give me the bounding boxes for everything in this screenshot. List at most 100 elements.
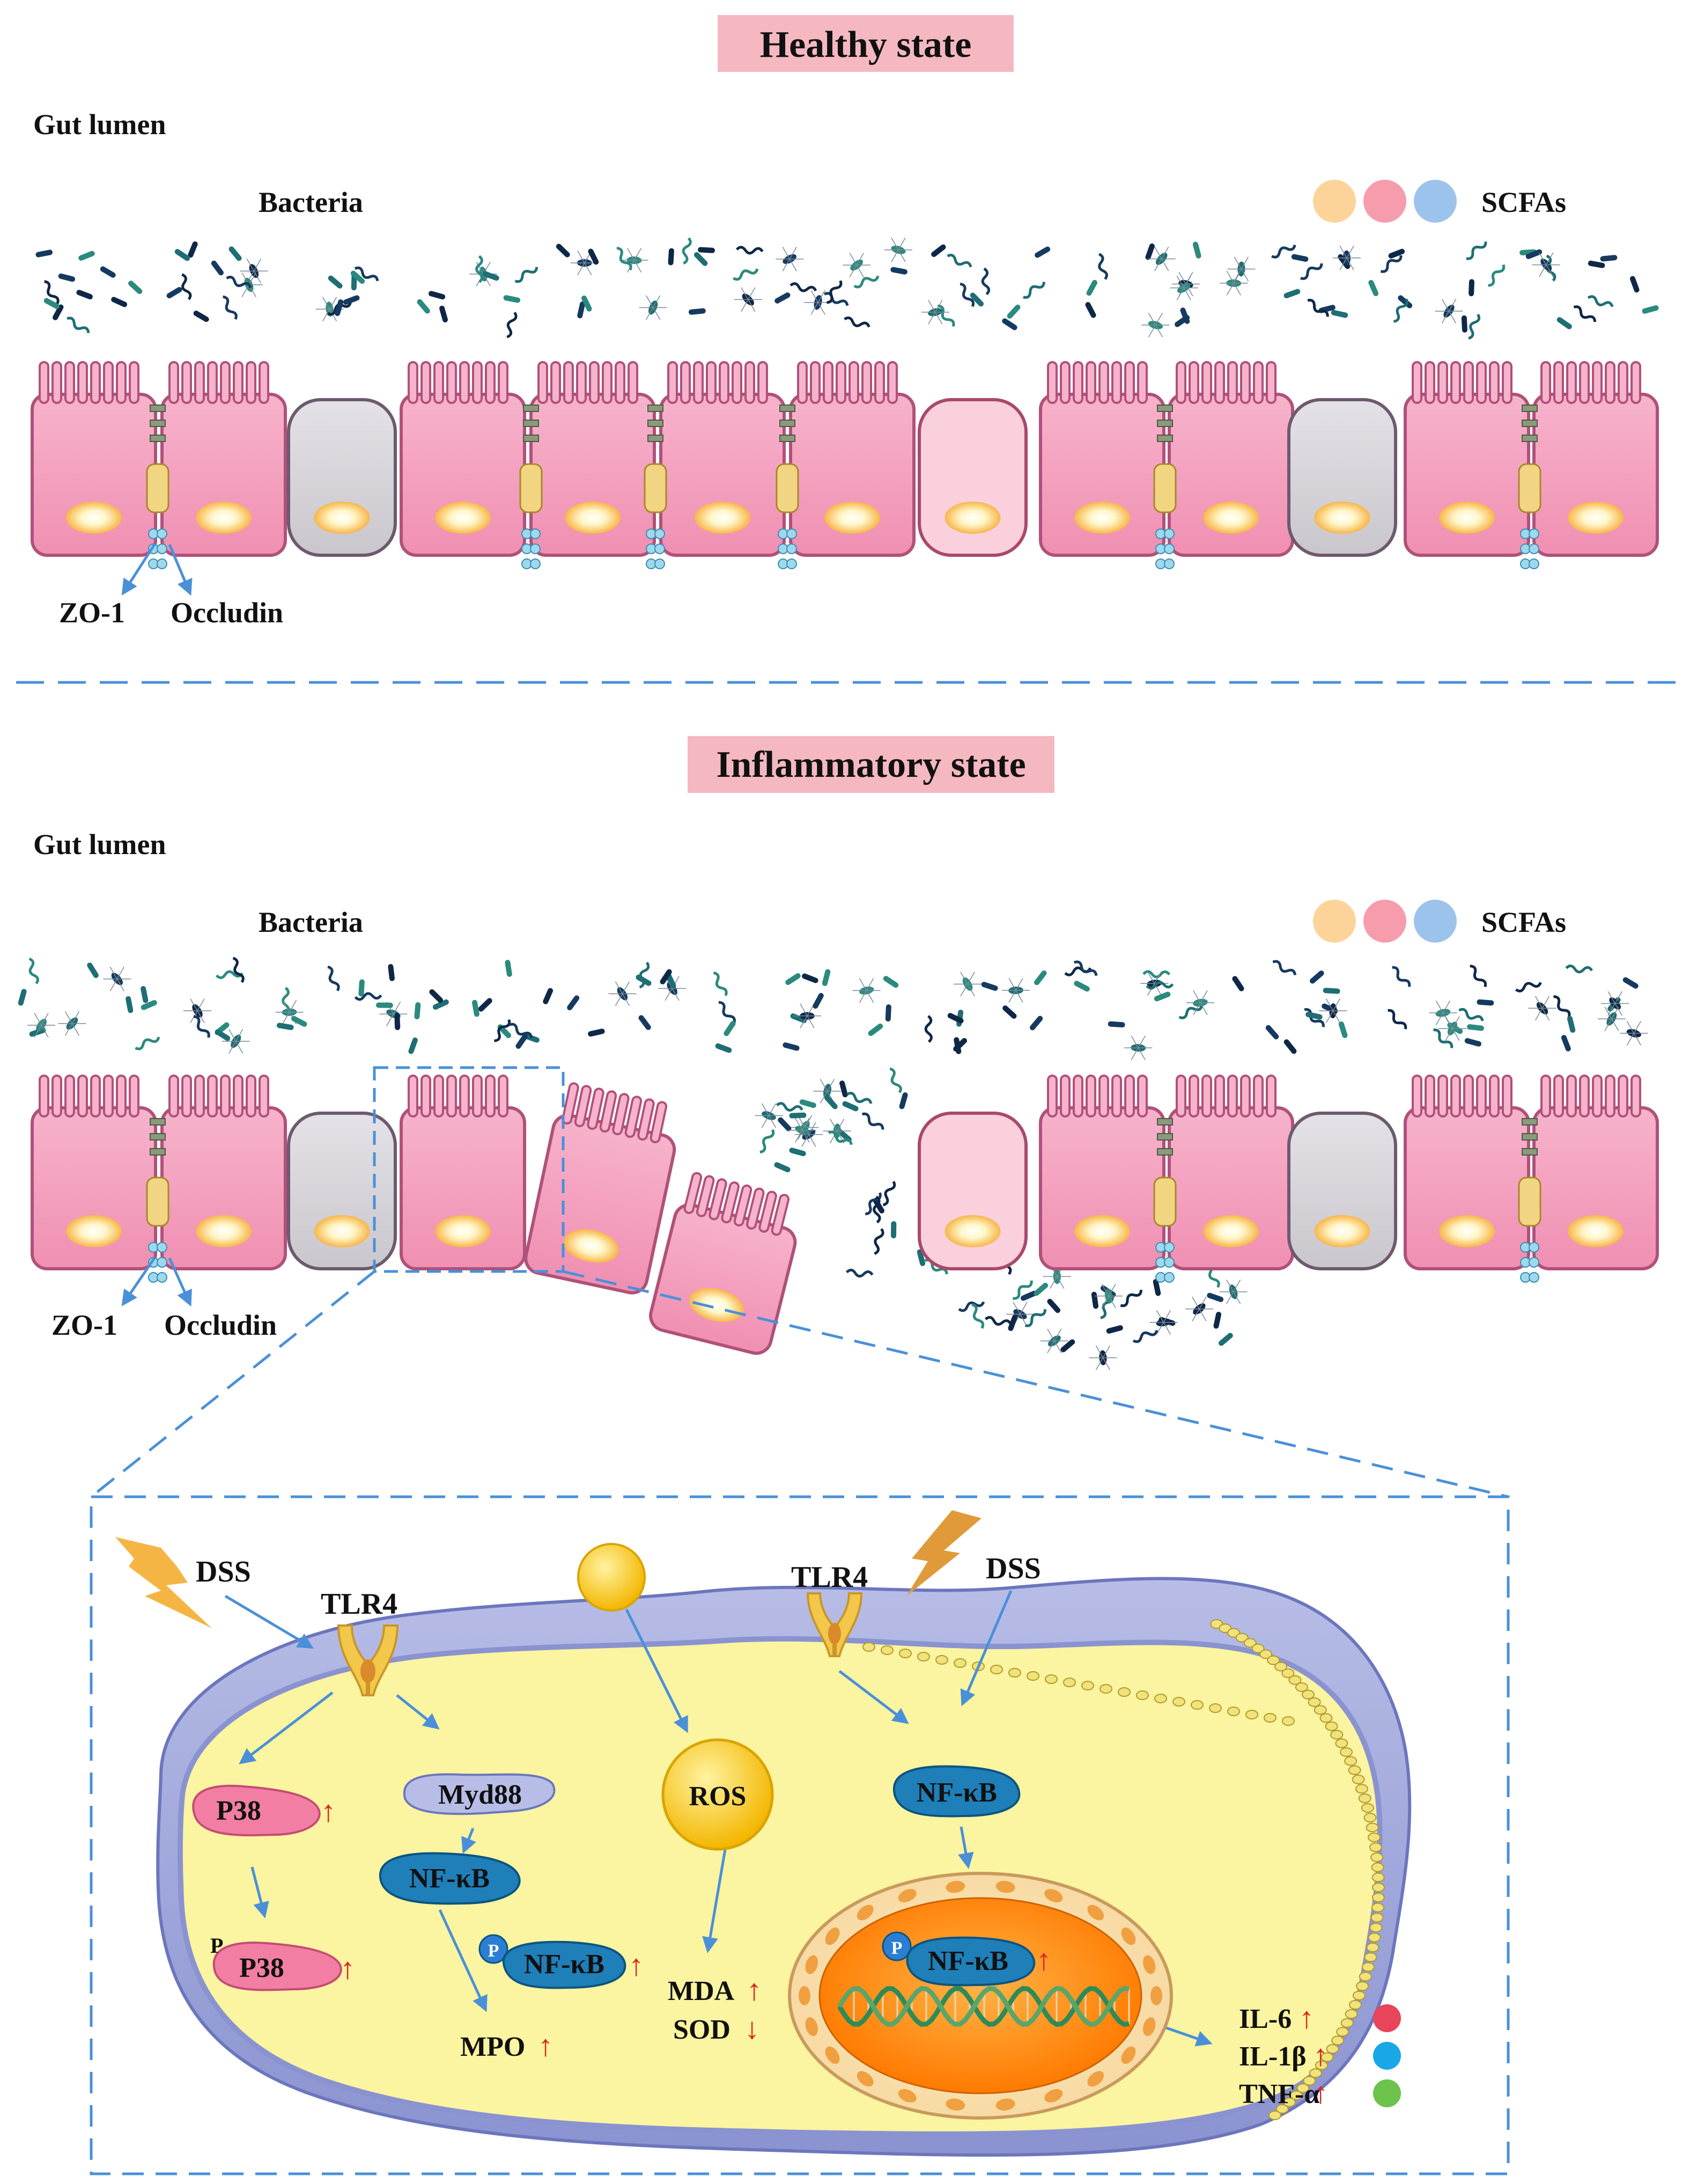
p38-phospho-label: P38 [239, 1953, 284, 1983]
bacteria-cluster-icon [788, 1067, 908, 1145]
bacteria-cluster-icon [166, 241, 268, 322]
enterocyte-cell [400, 361, 526, 557]
cytokine-up-arrow: ↑ [1299, 2002, 1314, 2035]
arrow-tlr4-nfkb [838, 1670, 909, 1724]
myd88-label: Myd88 [438, 1779, 522, 1810]
healthy-scfa-dots [1313, 180, 1457, 223]
cytokine-up-arrow: ↑ [1313, 2077, 1328, 2110]
tlr4-receptor-icon-right [806, 1592, 863, 1657]
sod-label: SOD [673, 2014, 731, 2045]
p38-shape [192, 1784, 321, 1836]
enterocyte-cell [31, 1075, 157, 1270]
tight-junction-icon [519, 405, 543, 569]
bacteria-cluster-icon [183, 957, 307, 1054]
bacteria-cluster-icon [1515, 964, 1648, 1051]
nfkb-shape-2 [502, 1940, 626, 1989]
tight-junction-icon [776, 405, 799, 569]
enterocyte-cell [400, 1075, 526, 1270]
cytokine-dot [1373, 2079, 1401, 2107]
zo1-arrow [121, 1257, 156, 1306]
phospho-marker-label: P [488, 1941, 499, 1961]
healthy-scfas-label: SCFAs [1481, 186, 1566, 218]
arrow-ros-mda [702, 1840, 728, 1953]
enterocyte-cell [1039, 1075, 1165, 1270]
scfa-dot [1363, 900, 1406, 943]
bacteria-cluster-icon [327, 964, 449, 1054]
nfkb-label-nucleus: NF-κB [928, 1946, 1008, 1976]
bacteria-cluster-icon [924, 970, 1047, 1054]
membrane-bead-chain [862, 1619, 1385, 2120]
occludin-arrow [168, 1257, 192, 1307]
zo1-arrow [121, 543, 156, 596]
bacteria-cluster-icon [755, 1102, 852, 1173]
enterocyte-cell [1404, 361, 1530, 557]
goblet-cell [287, 1112, 397, 1270]
enterocyte-cell [1532, 1075, 1659, 1270]
nfkb-label-2: NF-κB [524, 1949, 604, 1980]
mda-up-arrow: ↑ [747, 1974, 762, 2007]
enterocyte-cell [649, 1172, 797, 1355]
inflammatory-zo1-label: ZO-1 [51, 1309, 117, 1341]
scfa-dot [1414, 180, 1457, 223]
cytokine-up-arrow: ↑ [1313, 2039, 1328, 2072]
cytokine-label: IL-1β [1239, 2041, 1307, 2072]
inflammatory-bacteria-label: Bacteria [259, 906, 363, 938]
healthy-title-box [718, 15, 1014, 72]
light-cell [918, 398, 1028, 557]
inflammatory-title-box [688, 736, 1054, 793]
tight-junction-icon [146, 1118, 169, 1283]
goblet-cell [287, 398, 397, 557]
scfa-dot [1313, 180, 1356, 223]
inflammatory-epithelium [31, 1075, 1659, 1355]
p38-phospho-marker: P [210, 1933, 223, 1958]
inflammatory-title: Inflammatory state [716, 744, 1025, 785]
tlr4-label-right: TLR4 [791, 1561, 868, 1594]
enterocyte-cell [160, 361, 287, 557]
ros-particle-icon [577, 1543, 646, 1612]
tight-junction-icon [1518, 405, 1541, 569]
tlr4-label-left: TLR4 [321, 1587, 397, 1621]
phospho-marker-icon [882, 1931, 912, 1961]
phospho-marker-icon [478, 1934, 508, 1964]
inflammatory-scfa-dots [1313, 900, 1457, 943]
healthy-bacteria-label: Bacteria [259, 186, 363, 218]
arrow-tlr4-p38 [239, 1692, 334, 1764]
occludin-arrow [168, 544, 193, 596]
enterocyte-cell [529, 361, 656, 557]
cytokine-dot [1373, 2042, 1401, 2070]
healthy-bacteria-layer [35, 237, 1659, 340]
tight-junction-icon [146, 405, 169, 569]
ros-circle-icon [661, 1738, 774, 1851]
scfa-dot [1363, 180, 1406, 223]
enterocyte-cell [1404, 1075, 1530, 1270]
nfkb-label-3: NF-κB [917, 1777, 997, 1808]
tight-junction-icon [644, 405, 667, 569]
p38-phospho-up-arrow: ↑ [340, 1952, 355, 1986]
healthy-title: Healthy state [760, 24, 972, 65]
bacteria-cluster-icon [1220, 244, 1361, 318]
inflammatory-gut-lumen-label: Gut lumen [33, 828, 166, 861]
healthy-occludin-label: Occludin [171, 597, 283, 629]
healthy-zo1-label: ZO-1 [59, 597, 125, 629]
bacteria-cluster-icon [1085, 241, 1201, 337]
bacteria-cluster-icon [921, 244, 1051, 330]
arrow-particle-ros [625, 1608, 688, 1733]
cytokine-label: IL-6 [1239, 2004, 1292, 2034]
bacteria-cluster-icon [616, 237, 764, 320]
phospho-marker-label: P [891, 1938, 903, 1958]
bacteria-cluster-icon [471, 960, 605, 1049]
dss-label-left: DSS [196, 1555, 251, 1589]
cytokine-dot [1373, 2004, 1401, 2032]
p38-up-arrow: ↑ [321, 1795, 336, 1828]
nfkb-nucleus-up-arrow: ↑ [1036, 1944, 1051, 1977]
arrow-dss-tlr4 [224, 1594, 314, 1649]
zoom-projection-line [90, 1270, 375, 1498]
nfkb-up-arrow-2: ↑ [629, 1949, 644, 1982]
bacteria-cluster-icon [35, 249, 143, 334]
nfkb-shape-1 [379, 1852, 521, 1905]
goblet-cell [1287, 398, 1397, 557]
cytokine-list: IL-6↑IL-1β↑TNF-α↑ [1239, 2002, 1401, 2110]
bacteria-cluster-icon [1232, 960, 1348, 1054]
enterocyte-cell [160, 1075, 287, 1270]
